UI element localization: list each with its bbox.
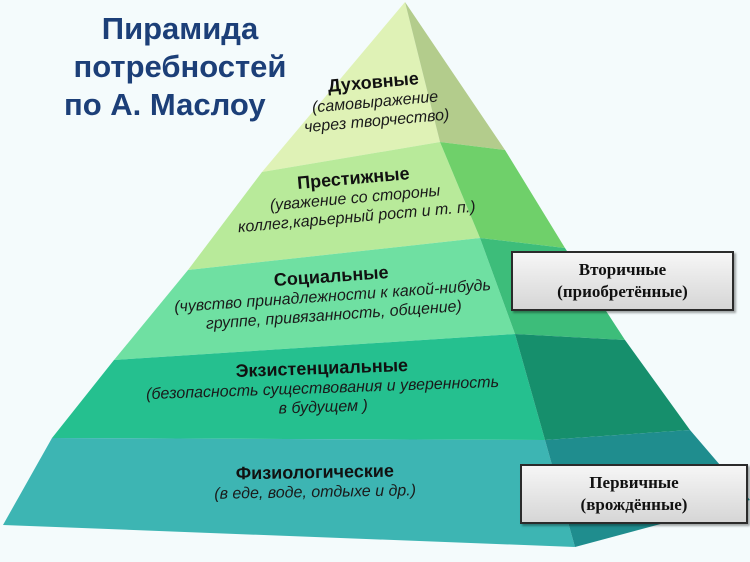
- primary-needs-label: Первичные (врождённые): [520, 464, 748, 524]
- level-physiological: Физиологические (в еде, воде, отдыхе и д…: [190, 460, 441, 504]
- title-line-1: Пирамида: [101, 11, 259, 46]
- page-title: Пирамида потребностей по А. Маслоу: [60, 10, 300, 124]
- level-5-front: [3, 438, 575, 547]
- level-1-side: [405, 2, 505, 150]
- title-line-2: потребностей: [73, 49, 287, 84]
- level-3-front: [114, 238, 515, 360]
- level-2-side: [440, 142, 565, 248]
- primary-label-line-1: Первичные: [589, 473, 679, 492]
- secondary-label-line-2: (приобретённые): [557, 282, 688, 301]
- primary-label-line-2: (врождённые): [580, 495, 688, 514]
- secondary-needs-label: Вторичные (приобретённые): [511, 251, 734, 311]
- level-4-side: [515, 334, 690, 440]
- secondary-label-line-1: Вторичные: [578, 260, 667, 279]
- level-1-front: [262, 2, 440, 172]
- level-4-front: [52, 334, 545, 440]
- title-line-3: по А. Маслоу: [64, 87, 266, 122]
- level-2-front: [188, 142, 480, 270]
